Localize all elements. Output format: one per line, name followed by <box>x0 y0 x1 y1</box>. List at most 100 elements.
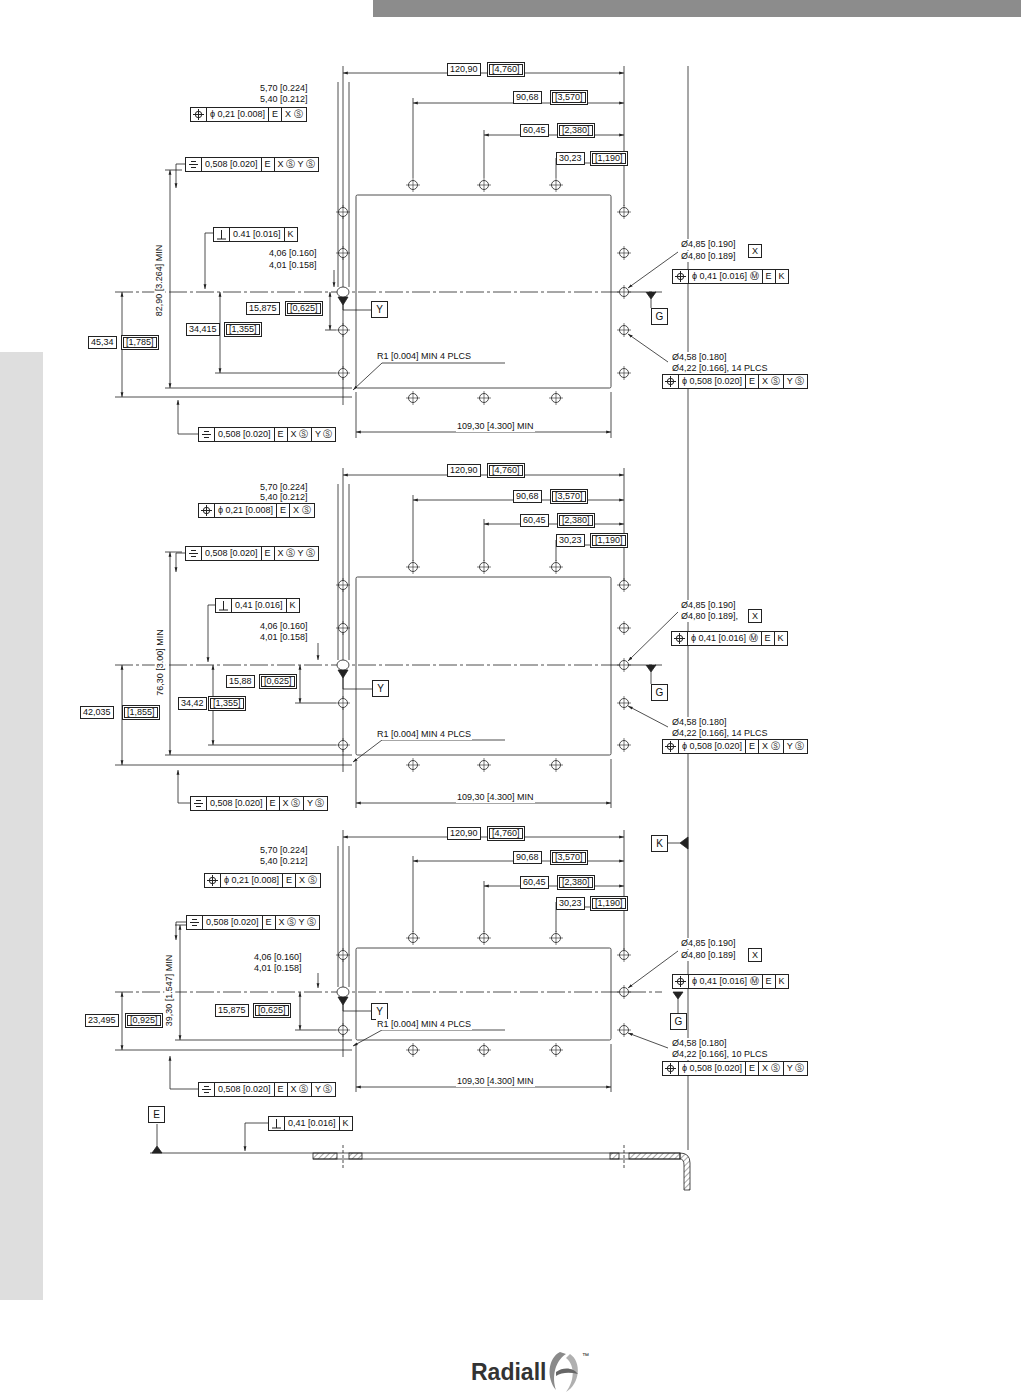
frame-cell: 0,508 [0.020] <box>206 797 266 810</box>
frame-cell: 0.41 [0.016] <box>229 228 284 241</box>
frame-cell: 0,508 [0.020] <box>214 1083 274 1096</box>
frame-cell: K <box>339 1117 352 1130</box>
tolerance-symbol <box>664 740 677 753</box>
frame-cell: E <box>261 547 274 560</box>
datum-letter: G <box>656 311 664 322</box>
symbol-cell <box>673 270 688 283</box>
reference-dimension: [2,380] <box>557 513 595 528</box>
frame-cell: 0,508 [0.020] <box>201 547 261 560</box>
frame-cell: Y Ⓢ <box>311 428 335 441</box>
datum-letter: G <box>656 687 664 698</box>
tolerance-symbol <box>188 916 201 929</box>
feature-control-frame: ϕ 0,508 [0.020]EX ⓈY Ⓢ <box>662 374 808 389</box>
header-bar <box>373 0 1021 17</box>
frame-cell: E <box>282 874 295 887</box>
dimension-text: 109,30 [4.300] MIN <box>456 1076 535 1087</box>
side-band <box>0 352 43 1300</box>
reference-dimension: [1,355] <box>224 322 262 337</box>
dimension-text: Ø4,85 [0.190] <box>680 239 737 250</box>
hole-pattern <box>336 560 631 772</box>
frame-cell: 0,41 [0.016] <box>231 599 286 612</box>
reference-dimension: [1,190] <box>590 151 628 166</box>
tolerance-symbol <box>200 504 213 517</box>
tolerance-symbol <box>200 428 213 441</box>
frame-cell: X Ⓢ <box>758 375 783 388</box>
reference-dimension: [1,355] <box>208 696 246 711</box>
feature-control-frame: 0,508 [0.020]EX Ⓢ Y Ⓢ <box>186 915 320 930</box>
frame-cell: E <box>762 270 775 283</box>
frame-cell: E <box>762 975 775 988</box>
frame-cell: E <box>274 428 287 441</box>
frame-cell: E <box>274 1083 287 1096</box>
reference-dimension: [0,925] <box>125 1013 163 1028</box>
datum-letter: Y <box>376 304 383 315</box>
hole-pattern <box>336 178 631 405</box>
feature-control-frame: 0,508 [0.020]EX ⓈY Ⓢ <box>190 796 328 811</box>
datum-box: E <box>148 1106 165 1123</box>
datum-box: Y <box>371 301 388 318</box>
frame-cell: E <box>745 1062 758 1075</box>
frame-cell: E <box>761 632 774 645</box>
frame-cell: E <box>745 375 758 388</box>
feature-control-frame: 0,508 [0.020]EX ⓈY Ⓢ <box>198 1082 336 1097</box>
datum-box: X <box>748 244 762 258</box>
trademark: ™ <box>581 1352 590 1360</box>
basic-dimension: 60,45 <box>520 514 549 527</box>
feature-control-frame: ϕ 0,508 [0.020]EX ⓈY Ⓢ <box>662 739 808 754</box>
tolerance-symbol <box>270 1117 283 1130</box>
dimension-text: 5,40 [0.212] <box>259 492 309 503</box>
frame-cell: Y Ⓢ <box>783 375 807 388</box>
basic-dimension: 42,035 <box>80 706 114 719</box>
frame-cell: X Ⓢ <box>295 874 320 887</box>
feature-control-frame: ϕ 0,41 [0.016] ⓂEK <box>672 269 789 284</box>
basic-dimension: 60,45 <box>520 124 549 137</box>
feature-control-frame: 0,508 [0.020]EX Ⓢ Y Ⓢ <box>185 157 319 172</box>
dimension-text: Ø4,80 [0.189] <box>680 950 737 961</box>
dimension-text: R1 [0.004] MIN 4 PLCS <box>376 1019 472 1030</box>
symbol-cell <box>269 1117 284 1130</box>
frame-cell: ϕ 0,41 [0.016] Ⓜ <box>688 270 762 283</box>
reference-dimension: [2,380] <box>557 123 595 138</box>
symbol-cell <box>663 1062 678 1075</box>
tolerance-symbol <box>215 228 228 241</box>
frame-cell: 0,508 [0.020] <box>201 158 261 171</box>
symbol-cell <box>199 428 214 441</box>
frame-cell: X Ⓢ <box>287 1083 312 1096</box>
dimension-text: 5,40 [0.212] <box>259 94 309 105</box>
symbol-cell <box>187 916 202 929</box>
feature-control-frame: 0,41 [0.016]K <box>268 1116 353 1131</box>
logo-swirl <box>550 1352 578 1392</box>
reference-dimension: [3,570] <box>550 850 588 865</box>
datum-letter: G <box>675 1016 683 1027</box>
basic-dimension: 15,875 <box>215 1004 249 1017</box>
symbol-cell <box>191 797 206 810</box>
feature-control-frame: 0,508 [0.020]EX Ⓢ Y Ⓢ <box>185 546 319 561</box>
datum-box: K <box>651 835 668 852</box>
dimension-text: 109,30 [4.300] MIN <box>456 792 535 803</box>
basic-dimension: 30,23 <box>556 534 585 547</box>
datum-letter: Y <box>377 683 384 694</box>
frame-cell: X Ⓢ Y Ⓢ <box>274 547 318 560</box>
datum-letter: E <box>153 1109 160 1120</box>
frame-cell: Y Ⓢ <box>303 797 327 810</box>
frame-cell: K <box>286 599 299 612</box>
dimension-text: 76,30 [3.00] MIN <box>154 628 165 697</box>
reference-dimension: [0,625] <box>253 1003 291 1018</box>
dimension-text: Ø4,80 [0.189], <box>680 611 739 622</box>
tolerance-symbol <box>200 1083 213 1096</box>
cutout-view <box>115 66 678 438</box>
dimension-text: Ø4,58 [0.180] <box>671 717 728 728</box>
basic-dimension: 15,88 <box>226 675 255 688</box>
dimension-text: Ø4,58 [0.180] <box>671 352 728 363</box>
tolerance-symbol <box>673 632 686 645</box>
basic-dimension: 45,34 <box>88 336 117 349</box>
frame-cell: Y Ⓢ <box>783 1062 807 1075</box>
tolerance-symbol <box>674 975 687 988</box>
dimension-text: Ø4,80 [0.189] <box>680 251 737 262</box>
dimension-text: Ø4,22 [0.166], 10 PLCS <box>671 1049 769 1060</box>
frame-cell: ϕ 0,41 [0.016] Ⓜ <box>687 632 761 645</box>
tolerance-symbol <box>187 158 200 171</box>
symbol-cell <box>216 599 231 612</box>
frame-cell: 0,508 [0.020] <box>214 428 274 441</box>
feature-control-frame: ϕ 0,508 [0.020]EX ⓈY Ⓢ <box>662 1061 808 1076</box>
